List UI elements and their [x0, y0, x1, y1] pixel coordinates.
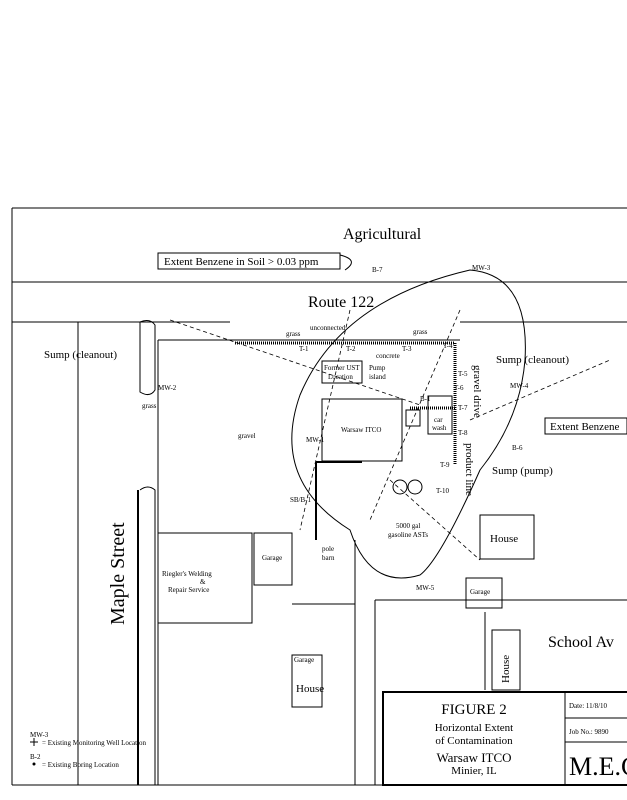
- gravel-label: gravel: [238, 432, 256, 440]
- asts-label: 5000 gal: [396, 522, 420, 530]
- product-line-label: product line: [463, 443, 475, 496]
- school-ave-label: School Av: [548, 634, 614, 651]
- tank-t2: T-2: [346, 345, 356, 353]
- legend-mw-symbol: MW-3: [30, 731, 49, 739]
- former-ust-label: Location: [328, 373, 353, 381]
- map-linework: [11, 207, 627, 786]
- tank-t5: T-5: [458, 370, 468, 378]
- extent-benzene-label: Extent Benzene: [550, 421, 619, 433]
- boring-icon: [32, 762, 36, 766]
- car-wash-label: wash: [432, 424, 447, 432]
- tank-t4: T-4: [443, 342, 453, 350]
- tank-t7: T-7: [458, 404, 468, 412]
- monitoring-well-icon: [30, 738, 38, 746]
- grass-label: grass: [286, 330, 301, 338]
- gravel-drive-label: gravel drive: [471, 365, 483, 418]
- pump-island-label: island: [369, 373, 386, 381]
- well-mw1: MW-1: [306, 436, 325, 444]
- riegler-welding-label: &: [200, 578, 206, 586]
- figure-subtitle: of Contamination: [435, 735, 513, 747]
- former-ust-label: Former UST: [324, 364, 360, 372]
- extent-benzene-soil-label: Extent Benzene in Soil > 0.03 ppm: [164, 256, 319, 268]
- house-label: House: [490, 533, 518, 545]
- boring-b1: B-1: [420, 395, 431, 403]
- legend-boring-symbol: B-2: [30, 753, 41, 761]
- tank-t9: T-9: [440, 461, 450, 469]
- sump-cleanout-right-label: Sump (cleanout): [496, 354, 569, 366]
- site-name: Warsaw ITCO: [436, 750, 511, 765]
- tank-t8: T-8: [458, 429, 468, 437]
- unconnected-label: unconnected: [310, 324, 346, 332]
- legend-mw-text: = Existing Monitoring Well Location: [42, 739, 146, 747]
- warsaw-itco-building-label: Warsaw ITCO: [341, 426, 381, 434]
- agricultural-label: Agricultural: [343, 226, 422, 243]
- house-label: House: [296, 683, 324, 695]
- extent-benzene-soil-box: [157, 252, 341, 270]
- boring-b7: B-7: [372, 266, 383, 274]
- figure-subtitle: Horizontal Extent: [435, 722, 514, 734]
- asts-label: gasoline ASTs: [388, 531, 428, 539]
- garage-label: Garage: [470, 588, 490, 596]
- garage-label: Garage: [294, 656, 314, 664]
- tank-t6: T-6: [454, 384, 464, 392]
- figure-title: FIGURE 2: [441, 702, 506, 718]
- sump-pump-label: Sump (pump): [492, 465, 553, 477]
- firm-logo: M.E.C: [569, 752, 627, 781]
- riegler-welding-label: Riegler's Welding: [162, 570, 212, 578]
- grass-label: grass: [413, 328, 428, 336]
- well-mw2: MW-2: [158, 384, 177, 392]
- tank-t1: T-1: [299, 345, 309, 353]
- grass-label: grass: [142, 402, 157, 410]
- pole-barn-label: barn: [322, 554, 335, 562]
- garage-label: Garage: [262, 554, 282, 562]
- extent-benzene-box: [544, 417, 627, 435]
- legend-boring-text: = Existing Boring Location: [42, 761, 119, 769]
- boring-b6: B-6: [512, 444, 523, 452]
- route-122-label: Route 122: [308, 294, 374, 311]
- maple-street-label: Maple Street: [107, 522, 129, 625]
- riegler-welding-label: Repair Service: [168, 586, 209, 594]
- car-wash-label: car: [434, 416, 443, 424]
- well-mw5: MW-5: [416, 584, 435, 592]
- pole-barn-label: pole: [322, 545, 334, 553]
- title-block: [382, 691, 627, 786]
- site-location: Minier, IL: [451, 765, 497, 777]
- concrete-label: concrete: [376, 352, 400, 360]
- date-field: Date: 11/8/10: [569, 702, 608, 710]
- tank-t10: T-10: [436, 487, 449, 495]
- well-mw3: MW-3: [472, 264, 491, 272]
- well-mw4: MW-4: [510, 382, 529, 390]
- tank-t3: T-3: [402, 345, 412, 353]
- sump-cleanout-left-label: Sump (cleanout): [44, 349, 117, 361]
- boring-sb-b1: SB/B-1: [290, 496, 312, 504]
- house-label: House: [500, 655, 512, 683]
- job-number-field: Job No.: 9890: [569, 728, 609, 736]
- pump-island-label: Pump: [369, 364, 386, 372]
